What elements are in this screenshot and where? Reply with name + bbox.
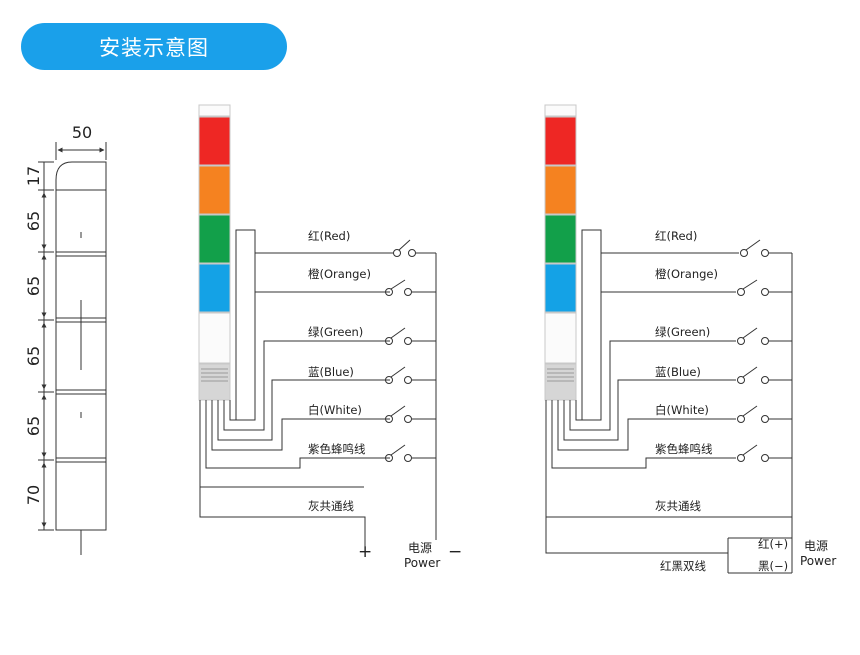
right-white-tier [544, 312, 577, 364]
left-label-orange: 橙(Orange) [308, 267, 371, 281]
tier-dimension-2: 65 [24, 276, 43, 296]
tower-outline [55, 161, 107, 531]
left-white-tier [198, 312, 231, 364]
right-green-tier [544, 214, 577, 264]
right-switches [737, 239, 769, 462]
base-dimension: 70 [24, 485, 43, 505]
right-red-tier [544, 116, 577, 166]
right-signal-tower [544, 104, 577, 401]
left-label-blue: 蓝(Blue) [308, 365, 354, 379]
right-label-white: 白(White) [655, 403, 709, 417]
dimension-drawing [38, 142, 107, 555]
left-minus-sign: − [448, 542, 462, 562]
left-label-buzzer: 紫色蜂鸣线 [308, 442, 366, 456]
left-base [198, 363, 231, 401]
right-label-negative: 黑(−) [758, 559, 788, 573]
left-power-cn: 电源 [408, 541, 432, 555]
left-label-white: 白(White) [308, 403, 362, 417]
left-red-tier [198, 116, 231, 166]
right-label-orange: 橙(Orange) [655, 267, 718, 281]
tier-dimension-1: 65 [24, 211, 43, 231]
right-label-redblack: 红黑双线 [660, 559, 706, 573]
right-label-positive: 红(+) [758, 537, 788, 551]
left-orange-tier [198, 165, 231, 215]
left-label-red: 红(Red) [308, 229, 350, 243]
right-label-blue: 蓝(Blue) [655, 365, 701, 379]
right-orange-tier [544, 165, 577, 215]
right-base [544, 363, 577, 401]
section-title-pill: 安装示意图 [21, 23, 287, 70]
left-wiring-diagram: 红(Red) 橙(Orange) 绿(Green) 蓝(Blue) 白(Whit… [198, 104, 462, 570]
tier-dimension-3: 65 [24, 346, 43, 366]
right-blue-tier [544, 263, 577, 313]
cap-dimension: 17 [24, 166, 43, 186]
right-label-green: 绿(Green) [655, 325, 710, 339]
left-signal-tower [198, 104, 231, 401]
tier-dimension-4: 65 [24, 416, 43, 436]
right-label-buzzer: 紫色蜂鸣线 [655, 442, 713, 456]
left-label-green: 绿(Green) [308, 325, 363, 339]
width-dimension: 50 [72, 123, 92, 142]
left-power-en: Power [404, 556, 440, 570]
left-blue-tier [198, 263, 231, 313]
left-green-tier [198, 214, 231, 264]
left-label-common: 灰共通线 [308, 499, 354, 513]
right-power-en: Power [800, 554, 836, 568]
right-label-red: 红(Red) [655, 229, 697, 243]
left-switches [385, 239, 416, 462]
right-label-common: 灰共通线 [655, 499, 701, 513]
left-plus-sign: + [358, 542, 372, 562]
right-wiring-diagram: 红(Red) 橙(Orange) 绿(Green) 蓝(Blue) 白(Whit… [544, 104, 836, 574]
section-title: 安装示意图 [99, 35, 209, 60]
right-power-cn: 电源 [804, 539, 828, 553]
